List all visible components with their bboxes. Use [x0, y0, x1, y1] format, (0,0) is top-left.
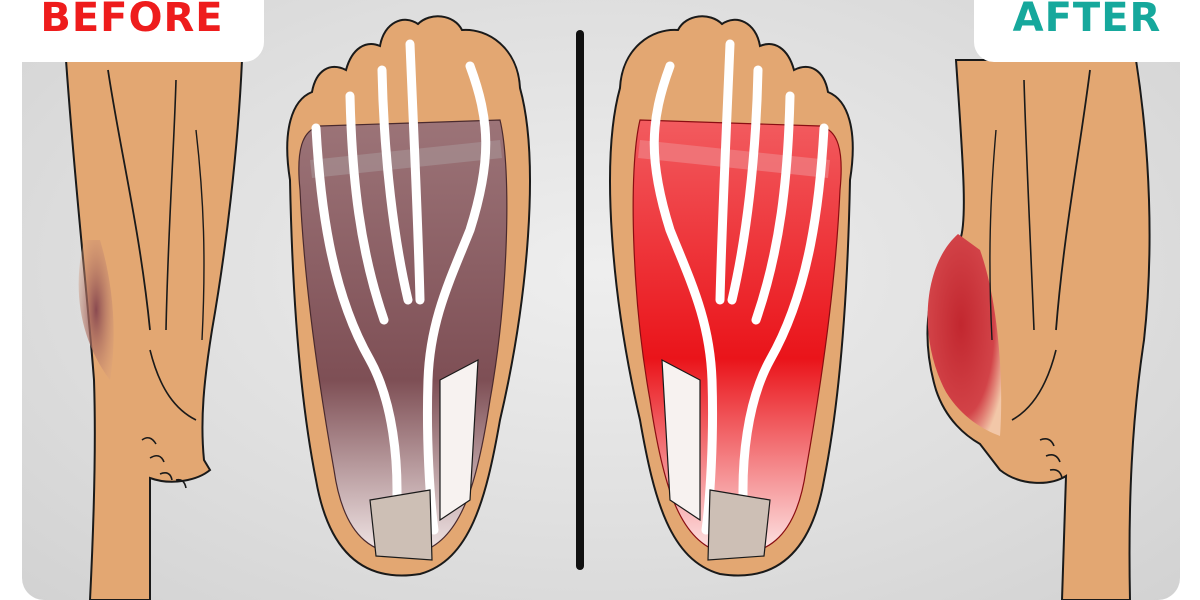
before-label: BEFORE — [40, 0, 224, 41]
before-tendons — [311, 39, 491, 535]
after-leg — [926, 59, 1151, 600]
before-label-badge: BEFORE — [0, 0, 264, 62]
before-foot — [286, 15, 531, 577]
before-leg — [64, 59, 244, 600]
before-calf-muscle — [78, 240, 114, 380]
after-tendons — [649, 39, 829, 535]
after-calf-muscle — [927, 234, 1002, 436]
after-foot — [609, 15, 854, 577]
after-label: AFTER — [1012, 0, 1162, 41]
after-label-badge: AFTER — [974, 0, 1200, 62]
center-divider — [576, 30, 584, 570]
